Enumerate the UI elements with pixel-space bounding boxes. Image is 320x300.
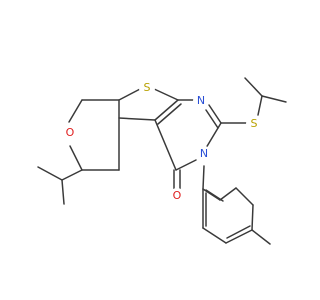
bond [257, 95, 263, 116]
bond [219, 187, 237, 201]
bond [202, 165, 205, 190]
bond [202, 188, 221, 201]
bond-layer [37, 77, 287, 245]
bond [251, 204, 254, 231]
bond [261, 95, 287, 103]
molecule-structure: S N S N O O [37, 77, 287, 245]
bond [208, 104, 222, 124]
atom-label-o-pyran: O [66, 126, 75, 139]
bond [68, 99, 83, 123]
atom-label-backgrounds [62, 80, 262, 204]
bond [205, 189, 224, 202]
bond [118, 87, 143, 101]
bond [154, 99, 179, 121]
bond [226, 225, 251, 239]
bond [157, 103, 182, 125]
bond [118, 117, 156, 121]
bond [205, 109, 219, 129]
atom-bg [193, 93, 209, 109]
atom-bg [62, 125, 78, 141]
atom-labels: S N S N O O [66, 81, 258, 202]
atom-label-s-thioether: S [251, 117, 258, 130]
bond [69, 145, 83, 171]
bond [202, 227, 227, 244]
bond [251, 229, 271, 245]
bond [244, 77, 263, 97]
bond [175, 159, 197, 171]
atom-label-o-carbonyl: O [173, 189, 182, 202]
molecule-canvas: S N S N O O [37, 77, 287, 245]
bond [154, 119, 177, 171]
atom-bg [196, 146, 212, 162]
atom-bg [169, 188, 185, 204]
bond [205, 122, 222, 149]
bond [61, 179, 65, 205]
bond [235, 187, 254, 206]
bond [37, 166, 63, 181]
atom-label-s-thiophene: S [144, 81, 151, 94]
bond [61, 169, 83, 181]
bond [225, 229, 253, 244]
atom-bg [139, 80, 155, 96]
atom-bg [246, 116, 262, 132]
atom-label-n-ring: N [200, 147, 208, 160]
bond [151, 87, 179, 101]
atom-label-n-ring-top: N [197, 94, 205, 107]
